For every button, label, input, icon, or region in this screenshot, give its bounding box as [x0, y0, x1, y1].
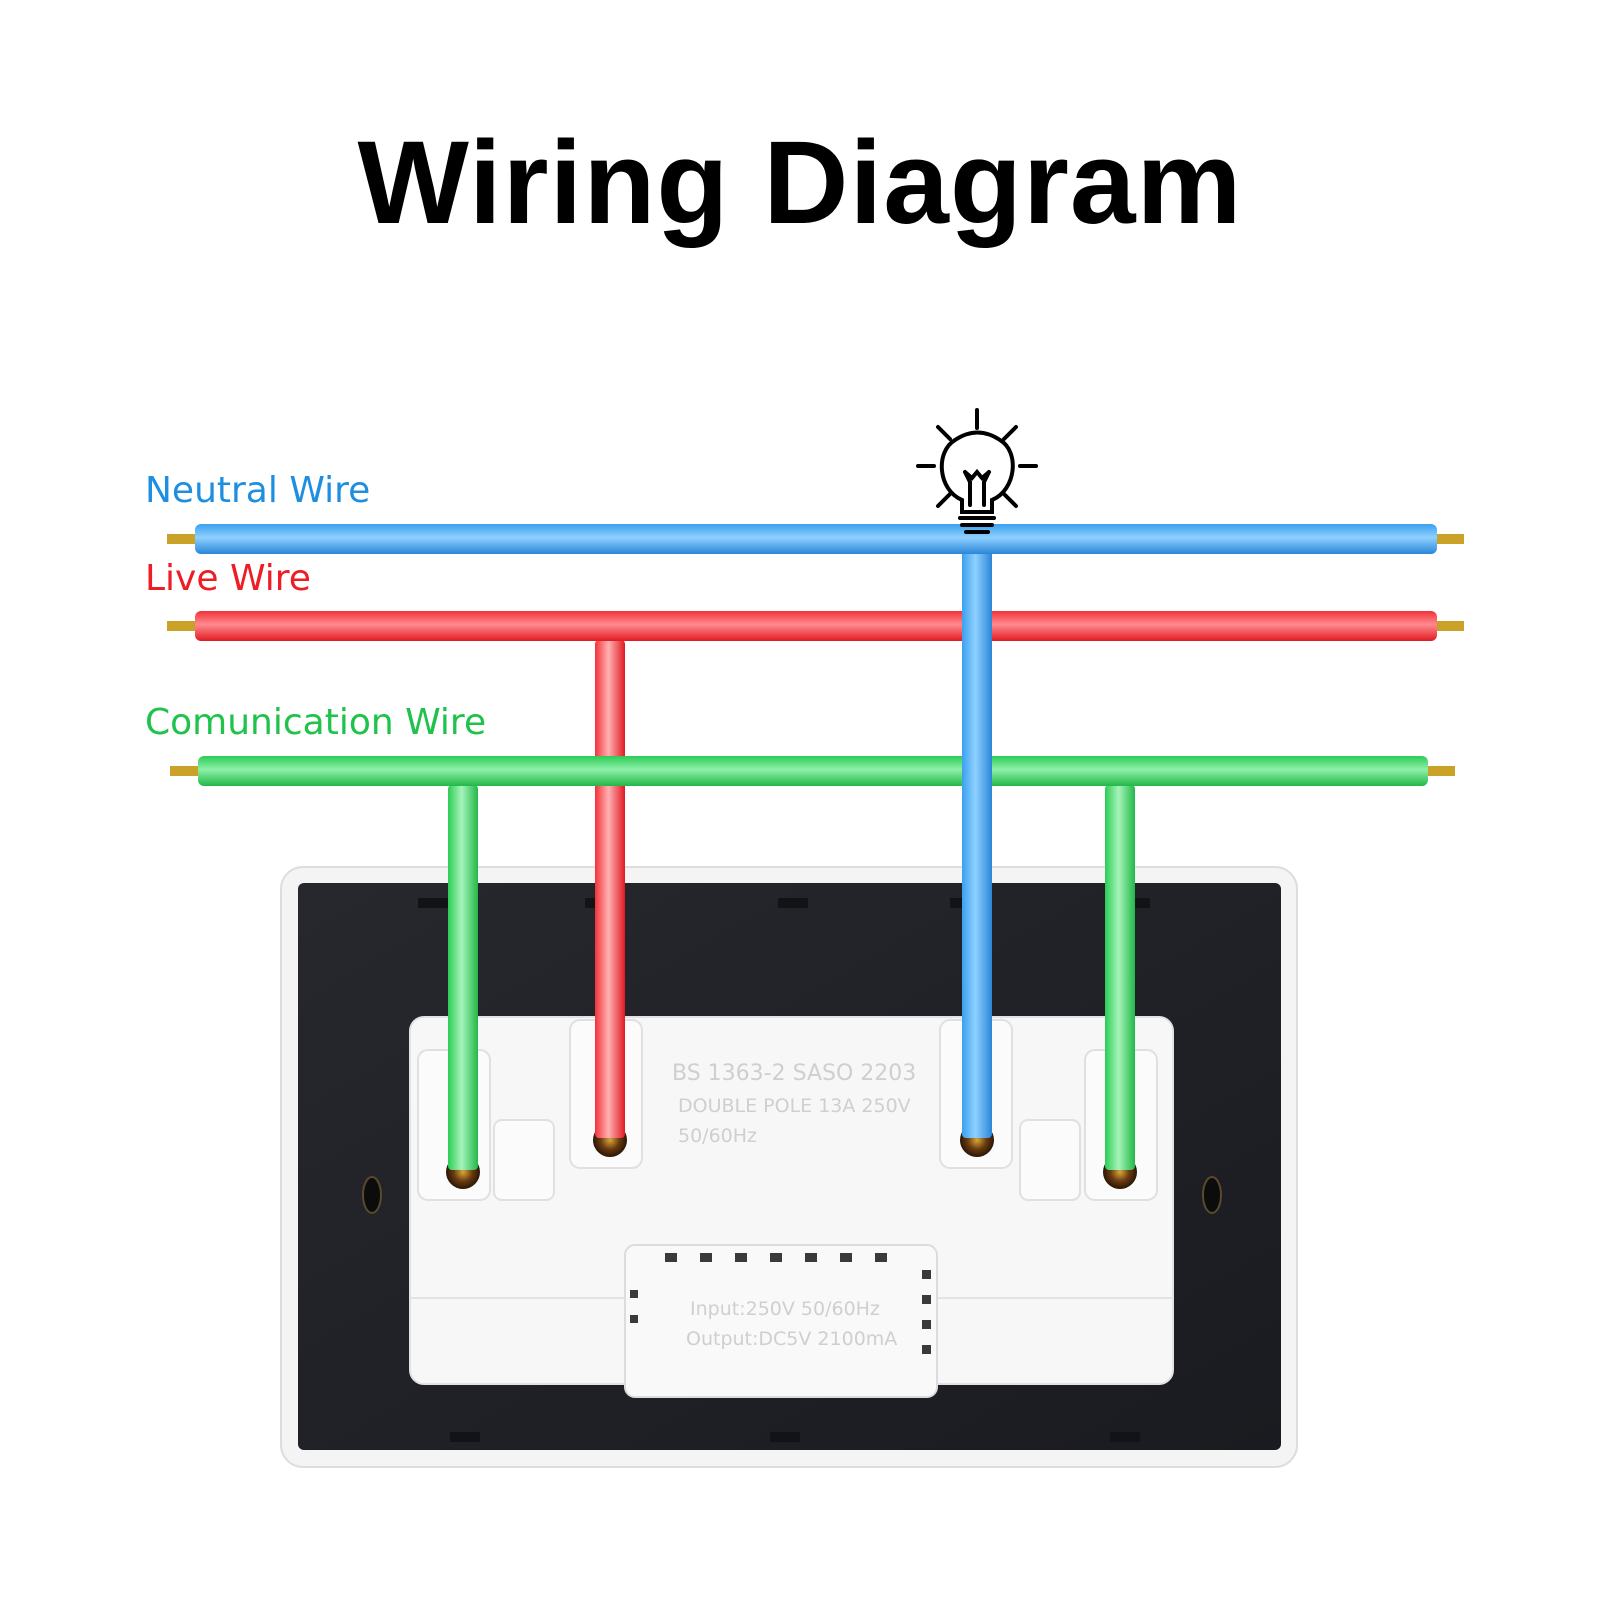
live-drop-wire — [595, 640, 625, 1138]
communication-wire — [170, 756, 1455, 786]
socket-back-plate: BS 1363-2 SASO 2203 DOUBLE POLE 13A 250V… — [280, 866, 1298, 1468]
page-title: Wiring Diagram — [357, 117, 1243, 249]
module-text-line1: Input:250V 50/60Hz — [690, 1298, 880, 1320]
plate-text-line1: BS 1363-2 SASO 2203 — [672, 1061, 916, 1086]
neutral-drop-wire — [962, 540, 992, 1138]
neutral-wire — [167, 524, 1464, 554]
mounting-hole-right — [1202, 1176, 1222, 1214]
plate-text-line3: 50/60Hz — [678, 1125, 757, 1147]
mounting-hole-left — [362, 1176, 382, 1214]
module-text-line2: Output:DC5V 2100mA — [686, 1328, 897, 1350]
communication-drop-wire-1 — [448, 785, 478, 1170]
live-wire-label: Live Wire — [145, 558, 311, 599]
plate-text-line2: DOUBLE POLE 13A 250V — [678, 1095, 911, 1117]
neutral-wire-label: Neutral Wire — [145, 470, 371, 511]
live-wire — [167, 611, 1464, 641]
communication-wire-label: Comunication Wire — [145, 702, 487, 743]
light-bulb-icon — [916, 408, 1038, 534]
power-module — [624, 1244, 938, 1398]
communication-drop-wire-2 — [1105, 785, 1135, 1170]
